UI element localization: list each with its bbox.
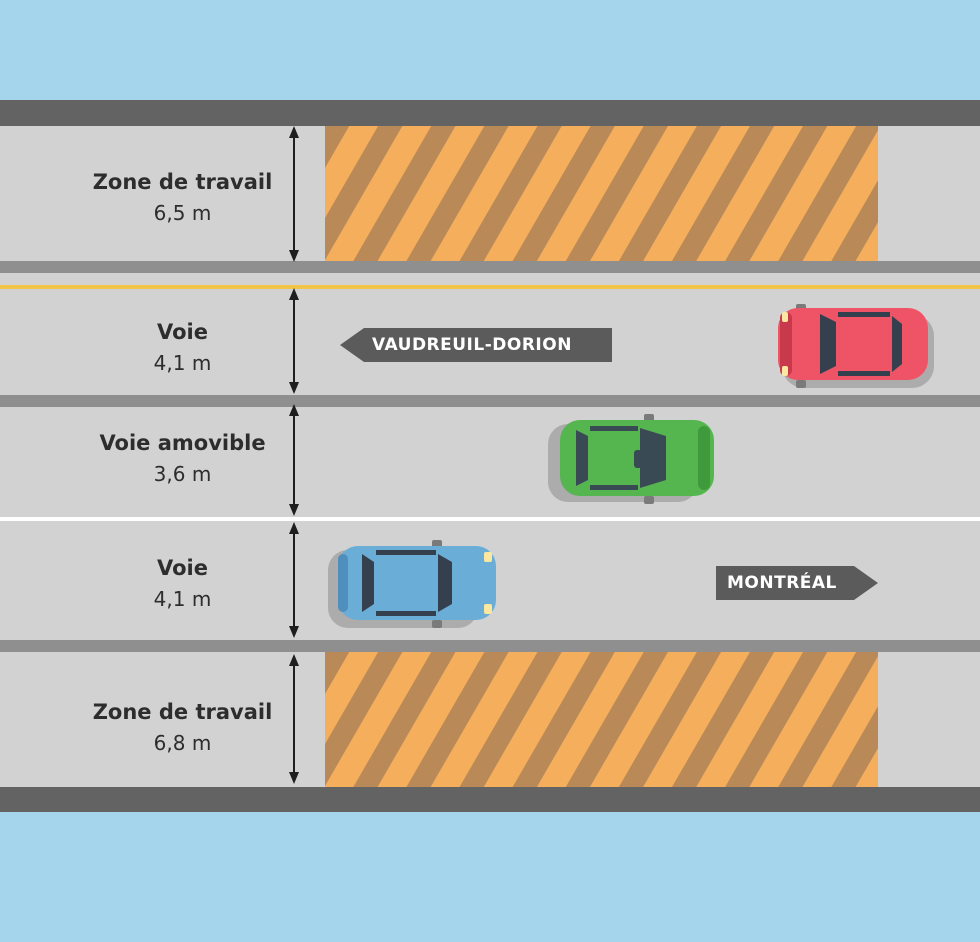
- water-bottom: [0, 812, 980, 942]
- section-width: 6,5 m: [153, 201, 212, 225]
- white-lane-line: [0, 517, 980, 521]
- label-work-zone-top: Zone de travail 6,5 m: [60, 167, 305, 229]
- left-arrow-icon: [340, 328, 612, 362]
- sign-label: MONTRÉAL: [727, 573, 837, 593]
- bottom-curb: [0, 787, 980, 812]
- water-top: [0, 0, 980, 100]
- section-width: 4,1 m: [153, 587, 212, 611]
- section-width: 6,8 m: [153, 731, 212, 755]
- right-arrow-icon: [716, 566, 878, 600]
- blue-car-icon: [328, 540, 496, 628]
- work-zone-hatch-top: [325, 126, 878, 261]
- sign-label: VAUDREUIL-DORION: [372, 335, 572, 355]
- section-title: Voie: [157, 320, 208, 344]
- red-car-icon: [778, 304, 934, 388]
- label-work-zone-bottom: Zone de travail 6,8 m: [60, 697, 305, 759]
- divider-2: [0, 395, 980, 407]
- section-title: Zone de travail: [92, 700, 273, 724]
- direction-sign-vaudreuil-dorion: VAUDREUIL-DORION: [340, 328, 612, 362]
- work-zone-hatch-bottom: [325, 652, 878, 787]
- section-title: Voie amovible: [99, 431, 266, 455]
- direction-sign-montreal: MONTRÉAL: [716, 566, 878, 600]
- dimension-arrows: [289, 126, 299, 784]
- label-lane-west: Voie 4,1 m: [60, 317, 305, 379]
- yellow-center-line: [0, 285, 980, 289]
- section-width: 3,6 m: [153, 462, 212, 486]
- divider-1: [0, 261, 980, 273]
- section-title: Voie: [157, 556, 208, 580]
- divider-3: [0, 640, 980, 652]
- top-curb: [0, 100, 980, 126]
- label-lane-east: Voie 4,1 m: [60, 553, 305, 615]
- label-removable-lane: Voie amovible 3,6 m: [60, 428, 305, 490]
- section-width: 4,1 m: [153, 351, 212, 375]
- section-title: Zone de travail: [92, 170, 273, 194]
- green-car-icon: [548, 414, 714, 504]
